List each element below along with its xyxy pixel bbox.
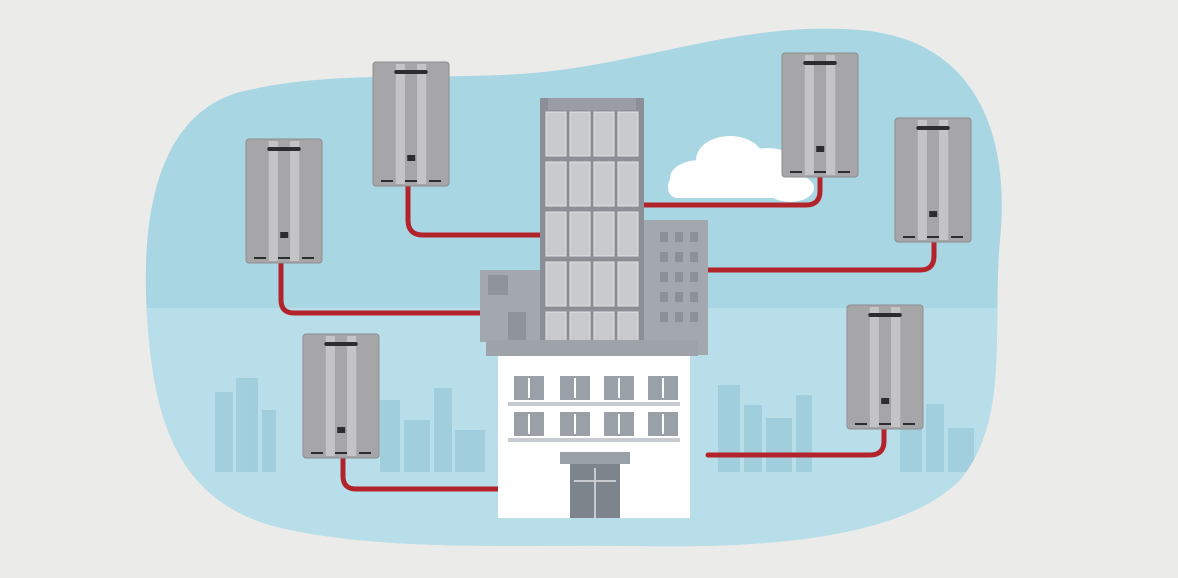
water-heaters <box>245 52 972 459</box>
cloud-icon <box>668 136 814 202</box>
pipe-heater-4 <box>641 174 823 208</box>
office-building-icon <box>480 98 708 518</box>
door-canopy <box>560 452 630 464</box>
water-heater-icon <box>372 61 450 187</box>
water-heater-icon <box>302 333 380 459</box>
pipe-heater-5 <box>705 239 937 273</box>
water-heater-icon <box>781 52 859 178</box>
pipe-heater-1 <box>278 259 491 316</box>
pipe-heater-6 <box>705 424 887 458</box>
water-heater-icon <box>245 138 323 264</box>
pipe-network <box>278 174 937 492</box>
right-tower <box>640 220 708 355</box>
pipe-heater-2 <box>405 182 543 238</box>
pipe-heater-3 <box>340 454 503 492</box>
water-heater-icon <box>894 117 972 243</box>
water-heater-icon <box>846 304 924 430</box>
